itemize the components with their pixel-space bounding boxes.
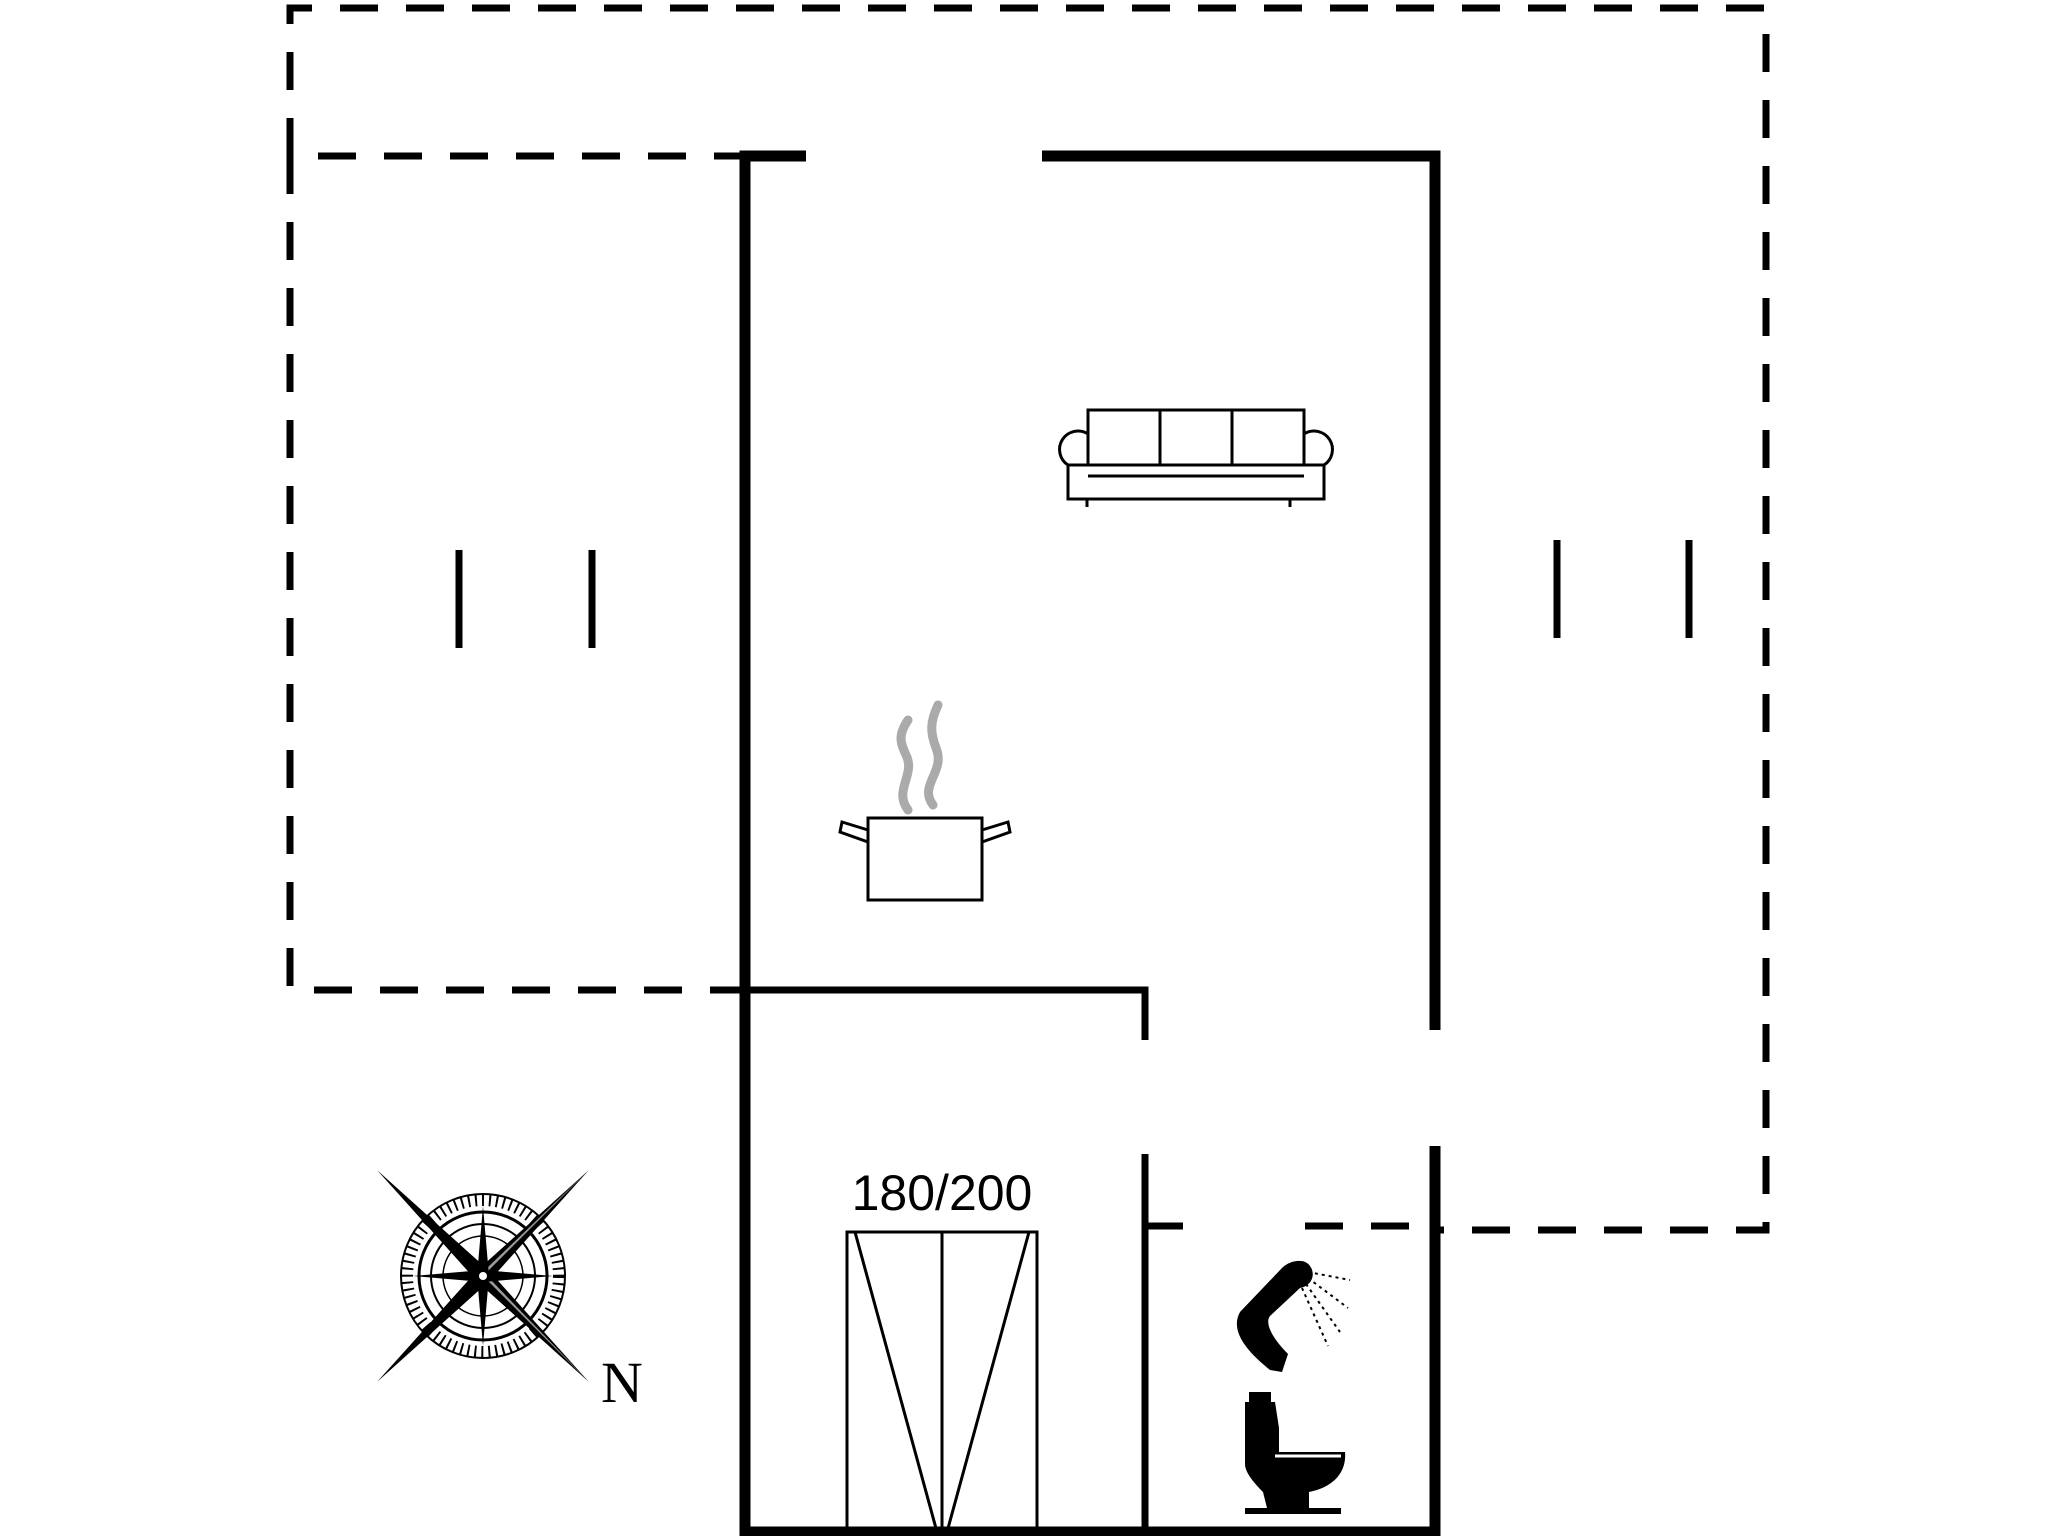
compass-minor-point-4 <box>413 1270 483 1282</box>
compass-north-label: N <box>601 1350 643 1415</box>
pot-body <box>866 816 984 902</box>
sofa-seat <box>1066 463 1326 501</box>
steam-right-icon <box>924 700 943 810</box>
pot-handle-left <box>838 820 870 845</box>
compass-point-north <box>477 1169 590 1282</box>
toilet-bowl <box>1245 1452 1346 1508</box>
wall-top-left <box>739 150 806 1536</box>
wall-top-right <box>1042 150 1441 1030</box>
spray-line-2 <box>1307 1277 1349 1309</box>
compass-minor-point-2 <box>477 1276 489 1346</box>
bed-blanket-left-b <box>945 1231 1031 1533</box>
bed-blanket-left-a <box>853 1231 939 1533</box>
sofa-left-arm <box>1058 429 1091 469</box>
compass-point-west <box>376 1169 489 1282</box>
toilet-tank <box>1245 1402 1279 1464</box>
double-bed-icon <box>845 1230 1039 1534</box>
terrace-dashed-left <box>286 156 740 994</box>
compass-tick-ring <box>401 1194 565 1358</box>
shower-handle <box>1236 1260 1313 1372</box>
compass-center <box>477 1270 489 1282</box>
steam-left-icon <box>896 715 914 815</box>
sofa-icon <box>1058 408 1334 507</box>
compass-point-east-light <box>483 1273 590 1383</box>
sofa-backrest <box>1086 408 1306 468</box>
compass-minor-point-1 <box>477 1206 489 1276</box>
shower-icon <box>1236 1260 1351 1372</box>
cooking-pot-icon <box>838 700 1012 902</box>
wall-bedroom-top <box>745 986 1149 1040</box>
interior-walls <box>745 986 1149 1536</box>
spray-line-3 <box>1305 1283 1341 1333</box>
compass-star-secondary <box>413 1206 553 1346</box>
compass-star <box>376 1169 590 1383</box>
compass-point-north-light <box>480 1169 590 1276</box>
shower-spray-icon <box>1301 1271 1351 1347</box>
toilet-tank-lid <box>1249 1392 1271 1402</box>
bed-size-label: 180/200 <box>852 1165 1033 1221</box>
terrace-dashed-top-left <box>286 4 1770 1234</box>
toilet-icon <box>1245 1392 1346 1514</box>
compass-minor-point-3 <box>483 1270 553 1282</box>
compass-point-south <box>376 1270 489 1383</box>
exterior-walls <box>739 150 1441 1536</box>
compass-rose-icon <box>376 1169 590 1383</box>
sofa-right-arm <box>1301 429 1334 469</box>
terrace-outline <box>286 4 1770 1234</box>
toilet-base <box>1245 1508 1341 1514</box>
spray-line-1 <box>1307 1271 1351 1281</box>
pot-handle-right <box>980 820 1012 845</box>
